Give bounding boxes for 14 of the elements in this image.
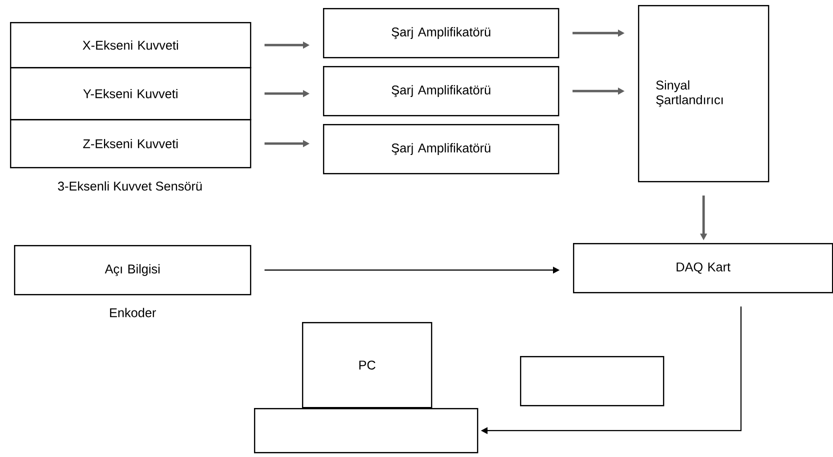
- force-box: Y-Ekseni Kuvveti: [10, 67, 252, 120]
- monitor-box: PC: [302, 322, 432, 408]
- amplifier-box: Şarj Amplifikatörü: [323, 66, 560, 116]
- conditioner-box: Sinyal Şartlandırıcı: [638, 5, 770, 182]
- force-box: X-Ekseni Kuvveti: [10, 22, 252, 68]
- caption-text: 3-Eksenli Kuvvet Sensörü: [58, 181, 202, 191]
- computer-base-box: [254, 408, 478, 454]
- amplifier-box: Şarj Amplifikatörü: [323, 124, 560, 174]
- amplifier-box: Şarj Amplifikatörü: [323, 8, 560, 58]
- caption-text: Enkoder: [110, 308, 156, 318]
- software-box: [520, 356, 664, 406]
- force-box: Z-Ekseni Kuvveti: [10, 119, 252, 168]
- daq-box: DAQ Kart: [573, 243, 833, 294]
- encoder-box: Açı Bilgisi: [14, 245, 252, 296]
